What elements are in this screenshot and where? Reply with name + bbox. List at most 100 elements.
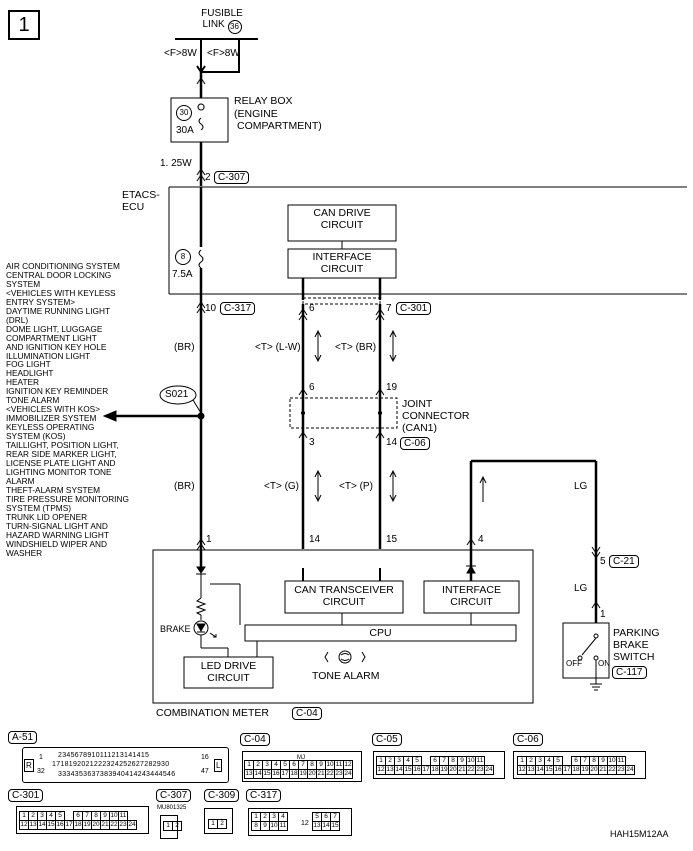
pin-cell: 13 [385, 765, 395, 775]
pin-cell: 14 [37, 820, 47, 830]
a51-row3: 3334353637383940414243444546 [58, 771, 176, 778]
pin-cell: 13 [526, 765, 536, 775]
pin-cell: 16 [55, 820, 65, 830]
pin-cell: 10 [109, 811, 119, 821]
pin-cell: 21 [457, 765, 467, 775]
system-item: ALARM [6, 475, 35, 486]
pin-cell: 3 [269, 812, 279, 822]
etacs-name-line2: ECU [122, 201, 145, 213]
system-item: TAILLIGHT, POSITION LIGHT, [6, 440, 119, 451]
relay-fuse-rating: 30A [176, 125, 194, 136]
pin-cell: 4 [278, 812, 288, 822]
pin-cell: 23 [334, 769, 344, 779]
pin-cell: 10 [607, 756, 617, 766]
pin-cell: 17 [64, 820, 74, 830]
pin-cell: 10 [269, 821, 279, 831]
pin-cell: 2 [172, 821, 182, 831]
pin-cell: 1 [163, 821, 173, 831]
system-item: WINDSHIELD WIPER AND [6, 538, 107, 549]
system-item: (DRL) [6, 314, 29, 325]
pin-cell: 7 [298, 760, 308, 770]
pin-cell: 5 [312, 812, 322, 822]
c04-mj: MJ [297, 755, 305, 761]
system-item: SYSTEM [6, 278, 41, 289]
pin-cell: 17 [562, 765, 572, 775]
pin-cell: 7 [439, 756, 449, 766]
system-item: IMMOBILIZER SYSTEM [6, 413, 97, 424]
can-transceiver-circuit: CAN TRANSCEIVER CIRCUIT [294, 584, 394, 608]
splice-s021: S021 [165, 389, 189, 400]
pin-cell: 4 [46, 811, 56, 821]
pin-cell: 8 [251, 821, 261, 831]
pin-3: 3 [309, 437, 315, 448]
pin-cell: 15 [330, 821, 340, 831]
pin-cell: 13 [244, 769, 254, 779]
pin-cell: 20 [448, 765, 458, 775]
pin-cell: 19 [298, 769, 308, 779]
parking-on: ON [598, 659, 610, 668]
wire-label-br-lower: (BR) [174, 481, 195, 492]
pin-cell: 1 [517, 756, 527, 766]
pin-cell: 18 [73, 820, 83, 830]
pin-cell: 16 [412, 765, 422, 775]
pin-cell: 24 [484, 765, 494, 775]
conn-c309-id: C-309 [204, 789, 240, 802]
conn-c05-face [373, 751, 505, 779]
system-item: SYSTEM (KOS) [6, 431, 66, 442]
conn-c04-face [242, 751, 362, 782]
pin-cell: 16 [271, 769, 281, 779]
pin-cell: 24 [625, 765, 635, 775]
conn-c301-id: C-301 [8, 789, 44, 802]
fusible-link-line2: LINK [202, 19, 225, 30]
pin-cell: 6 [430, 756, 440, 766]
pin-cell: 2 [385, 756, 395, 766]
system-item: FOG LIGHT [6, 359, 51, 370]
pin-cell: 13 [28, 820, 38, 830]
pin-cell: 21 [100, 820, 110, 830]
system-item: DOME LIGHT, LUGGAGE [6, 323, 103, 334]
pin-cell: 3 [262, 760, 272, 770]
page-number: 1 [18, 14, 30, 36]
pin-cell: 24 [343, 769, 353, 779]
system-item: TURN-SIGNAL LIGHT AND [6, 520, 108, 531]
pin-cell: 3 [535, 756, 545, 766]
pin-cell: 20 [589, 765, 599, 775]
a51-r: R [24, 759, 34, 772]
system-item: AND IGNITION KEY HOLE [6, 341, 107, 352]
page-number-box: 1 [8, 10, 40, 40]
pin-gap [304, 822, 313, 831]
conn-c307-id: C-307 [156, 789, 192, 802]
pin-cell: 23 [475, 765, 485, 775]
c317-pin-12: 12 [301, 820, 309, 827]
pin-1-switch: 1 [600, 609, 606, 620]
pin-cell: 6 [571, 756, 581, 766]
pin-cell: 15 [262, 769, 272, 779]
pin-cell: 6 [73, 811, 83, 821]
pin-cell: 22 [466, 765, 476, 775]
pin-cell: 1 [251, 812, 261, 822]
system-item: LICENSE PLATE LIGHT AND [6, 457, 116, 468]
system-item: TIRE PRESSURE MONITORING [6, 493, 129, 504]
system-item: HEATER [6, 377, 40, 388]
a51-pin-32: 32 [37, 768, 45, 775]
conn-c317-id: C-317 [246, 789, 282, 802]
pin-cell: 4 [271, 760, 281, 770]
a51-l: L [214, 759, 223, 772]
brake-lamp-label: BRAKE [160, 624, 191, 634]
reference-code: HAH15M12AA [610, 829, 669, 839]
pin-cell: 4 [403, 756, 413, 766]
pin-cell: 23 [616, 765, 626, 775]
pin-cell: 12 [343, 760, 353, 770]
wire-label-f8w-left: <F>8W [164, 48, 197, 59]
pin-cell: 1 [376, 756, 386, 766]
pin-cell: 18 [571, 765, 581, 775]
system-item: CENTRAL DOOR LOCKING [6, 269, 112, 280]
pin-cell: 21 [316, 769, 326, 779]
pin-gap [304, 813, 313, 822]
system-item: HEADLIGHT [6, 368, 54, 379]
pin-cell: 20 [307, 769, 317, 779]
connector-c317-label: C-317 [220, 302, 256, 315]
